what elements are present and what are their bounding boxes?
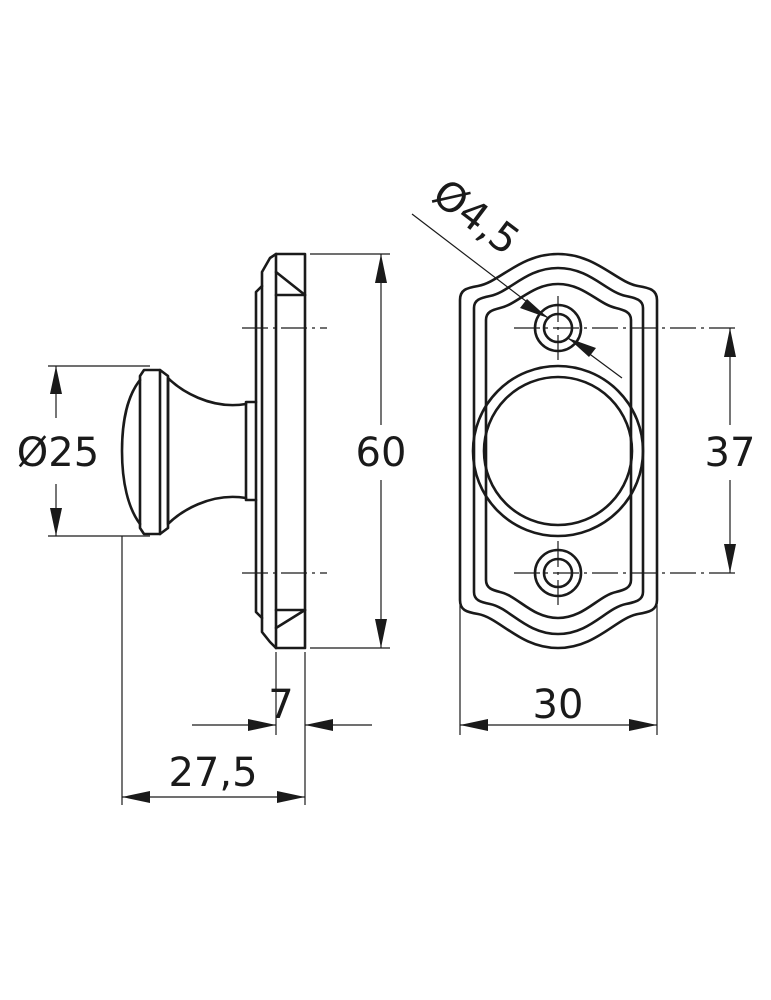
backplate-side-outline — [274, 252, 307, 650]
knob-neck — [244, 400, 258, 502]
dimension-plate-height: 60 — [310, 253, 407, 649]
dimension-plate-thickness: 7 — [192, 652, 372, 805]
dimension-plate-width: 30 — [459, 605, 658, 735]
knob-neck-curve — [166, 376, 248, 526]
label-knob-diameter: Ø25 — [17, 430, 99, 476]
dimension-total-depth: 27,5 — [121, 536, 305, 805]
knob-front-inner — [482, 375, 634, 527]
dimension-hole-spacing: 37 — [705, 328, 756, 573]
label-plate-height: 60 — [356, 430, 407, 476]
backplate-front-outer — [458, 252, 659, 650]
backplate-side-rim — [274, 270, 307, 630]
label-total-depth: 27,5 — [168, 750, 257, 796]
dimension-hole-diameter: Ø4,5 — [411, 171, 623, 379]
label-hole-spacing: 37 — [705, 430, 756, 476]
dimension-knob-diameter: Ø25 — [17, 365, 150, 537]
label-plate-width: 30 — [533, 682, 584, 728]
side-view — [120, 252, 327, 650]
knob-collar — [138, 368, 170, 536]
front-view — [458, 252, 738, 650]
label-hole-diameter: Ø4,5 — [424, 171, 528, 265]
backplate-side-step — [260, 252, 278, 650]
backplate-front-mid — [472, 266, 645, 636]
backplate-front-inner — [484, 282, 633, 620]
knob-front-outer — [471, 364, 645, 538]
label-plate-thickness: 7 — [268, 682, 293, 728]
knob-dome — [120, 378, 142, 526]
backplate-side-lip — [254, 284, 264, 620]
